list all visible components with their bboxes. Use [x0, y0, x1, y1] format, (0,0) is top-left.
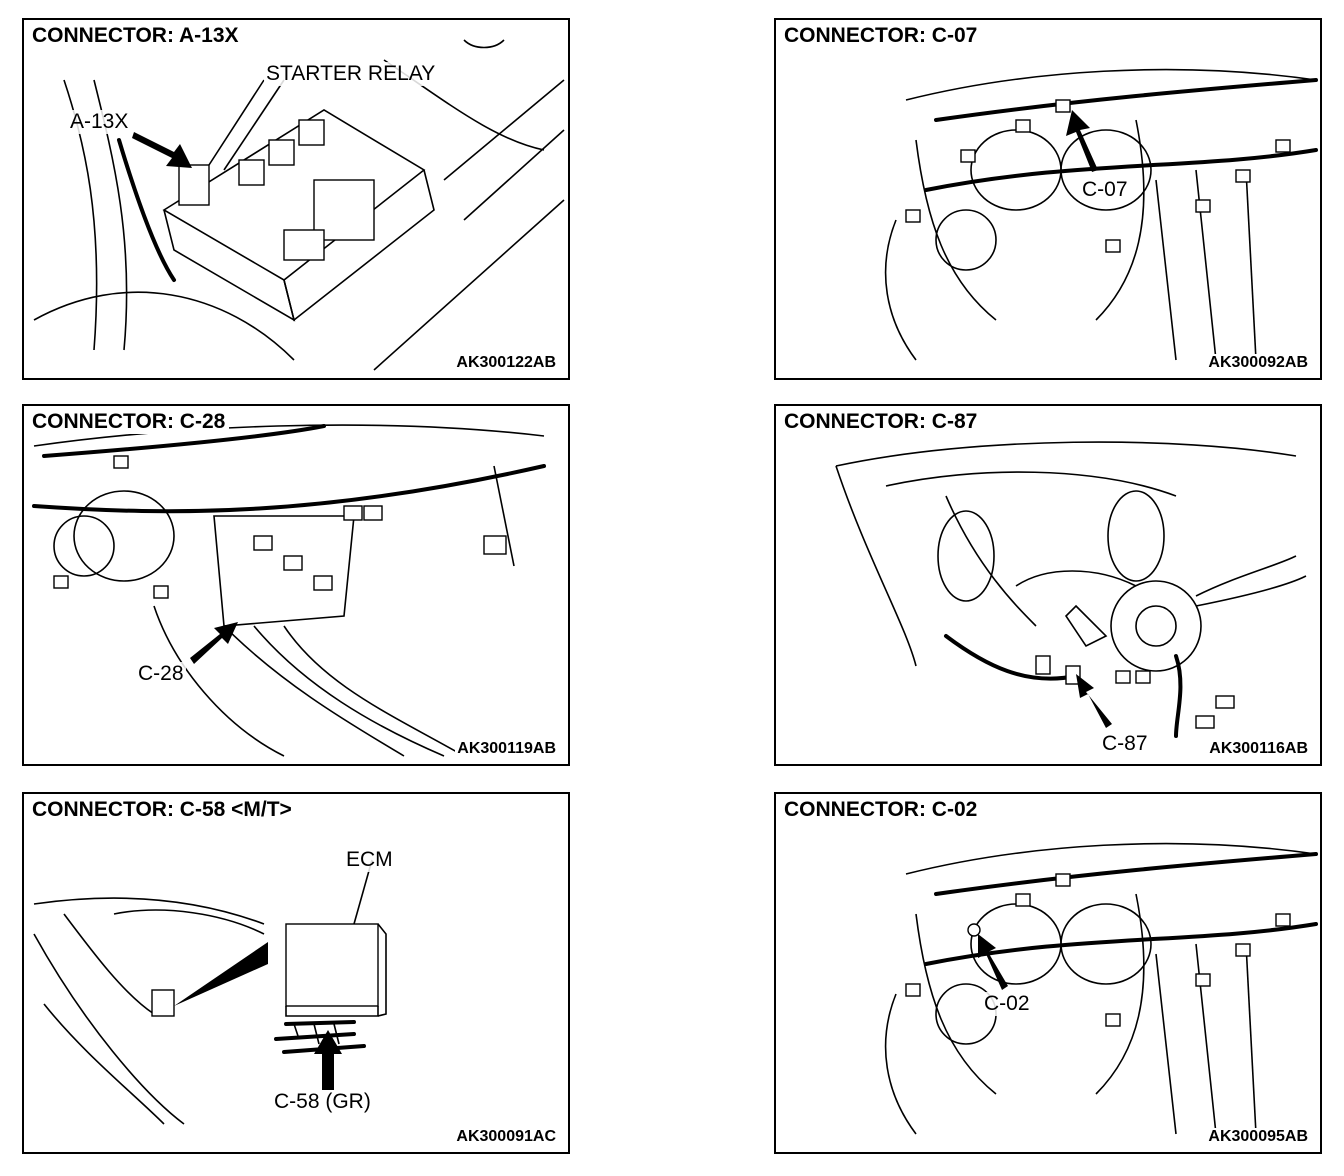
panel-connector-c07: CONNECTOR: C-07 C-07 AK300092AB: [774, 18, 1322, 380]
label-c58-gr: C-58 (GR): [272, 1090, 373, 1114]
figure-code: AK300095AB: [1206, 1128, 1310, 1146]
panel-title: CONNECTOR: C-28: [32, 410, 230, 434]
drawing-c07: [884, 68, 1318, 361]
leader-wedge: [174, 942, 268, 1006]
drawing-c58: [33, 859, 387, 1125]
figure-code: AK300122AB: [454, 354, 558, 372]
drawing-c02: [884, 842, 1318, 1135]
arrow-c07: [1066, 110, 1098, 172]
panel-connector-c02: CONNECTOR: C-02 C-02 AK300095AB: [774, 792, 1322, 1154]
label-ecm: ECM: [344, 848, 395, 872]
panel-title: CONNECTOR: C-02: [784, 798, 982, 822]
panel-title: CONNECTOR: A-13X: [32, 24, 243, 48]
label-c02: C-02: [982, 992, 1032, 1016]
arrow-c58: [314, 1030, 342, 1090]
arrow-a13x: [132, 132, 192, 168]
panel-connector-c28: CONNECTOR: C-28 C-28 AK300119AB: [22, 404, 570, 766]
figure-code: AK300119AB: [455, 740, 558, 758]
panel-connector-c58: CONNECTOR: C-58 <M/T> ECM C-58 (GR) AK30…: [22, 792, 570, 1154]
figure-code: AK300092AB: [1206, 354, 1310, 372]
label-starter-relay: STARTER RELAY: [264, 62, 438, 86]
label-c28: C-28: [136, 662, 186, 686]
arrow-c28: [190, 622, 238, 664]
panel-title: CONNECTOR: C-07: [784, 24, 982, 48]
label-c87: C-87: [1100, 732, 1150, 756]
arrow-c87: [1076, 674, 1112, 728]
label-c07: C-07: [1080, 178, 1130, 202]
arrow-c02: [978, 934, 1008, 990]
label-a13x: A-13X: [68, 110, 131, 134]
drawing-c28: [32, 424, 546, 757]
panel-title: CONNECTOR: C-58 <M/T>: [32, 798, 296, 822]
drawing-c87: [835, 441, 1307, 738]
figure-code: AK300116AB: [1207, 740, 1310, 758]
panel-connector-c87: CONNECTOR: C-87 C-87 AK300116AB: [774, 404, 1322, 766]
panel-connector-a13x: CONNECTOR: A-13X STARTER RELAY A-13X AK3…: [22, 18, 570, 380]
drawing-a13x: [33, 39, 565, 371]
panel-title: CONNECTOR: C-87: [784, 410, 982, 434]
figure-code: AK300091AC: [454, 1128, 558, 1146]
